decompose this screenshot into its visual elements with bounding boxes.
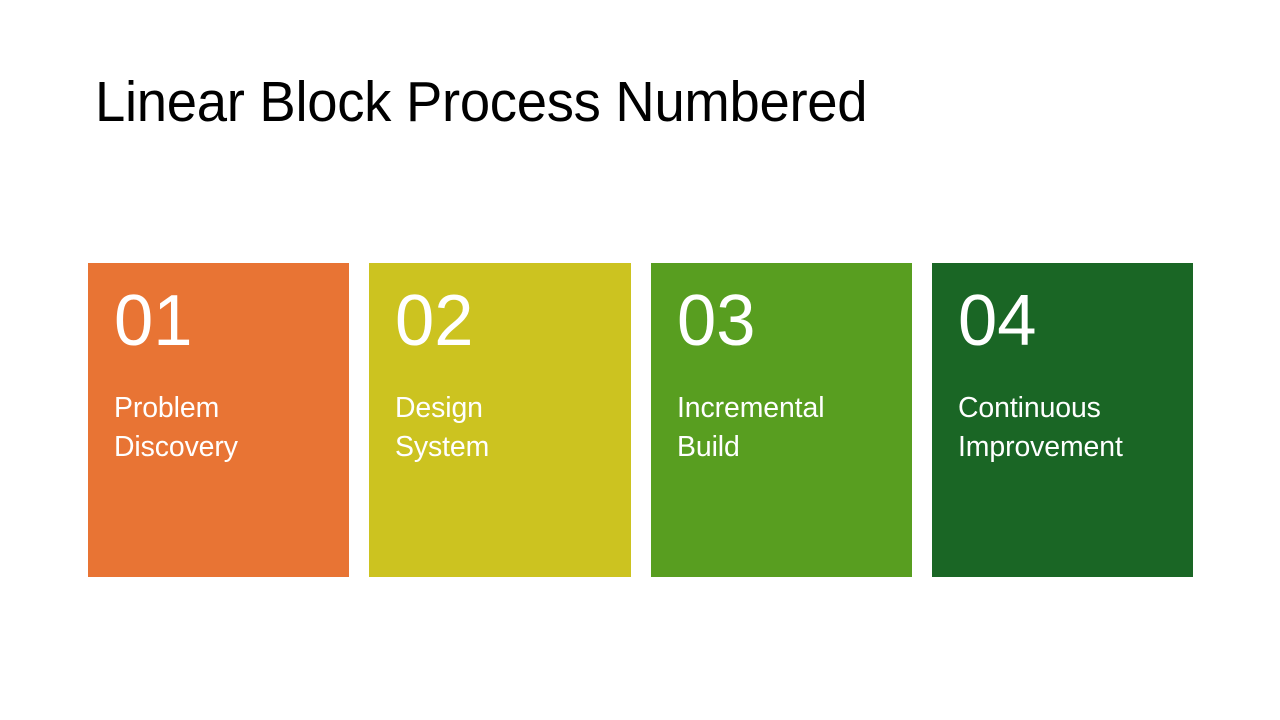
process-block-2[interactable]: 02 Design System (369, 263, 631, 577)
block-label-3: Incremental Build (676, 392, 825, 463)
block-number-2: 02 (395, 281, 474, 361)
block-number-3: 03 (676, 281, 755, 361)
process-block-1[interactable]: 01 Problem Discovery (88, 263, 350, 577)
block-number-1: 01 (114, 281, 193, 361)
block-label-2: Design System (395, 392, 490, 463)
process-block-4[interactable]: 04 Continuous Improvement (931, 263, 1193, 577)
page-title: Linear Block Process Numbered (95, 70, 868, 134)
process-block-row: 01 Problem Discovery 02 Design System 03… (88, 263, 1193, 577)
block-label-4: Continuous Improvement (957, 392, 1123, 463)
block-number-4: 04 (957, 281, 1037, 361)
process-block-3[interactable]: 03 Incremental Build (650, 263, 912, 577)
block-label-1: Problem Discovery (114, 392, 238, 463)
